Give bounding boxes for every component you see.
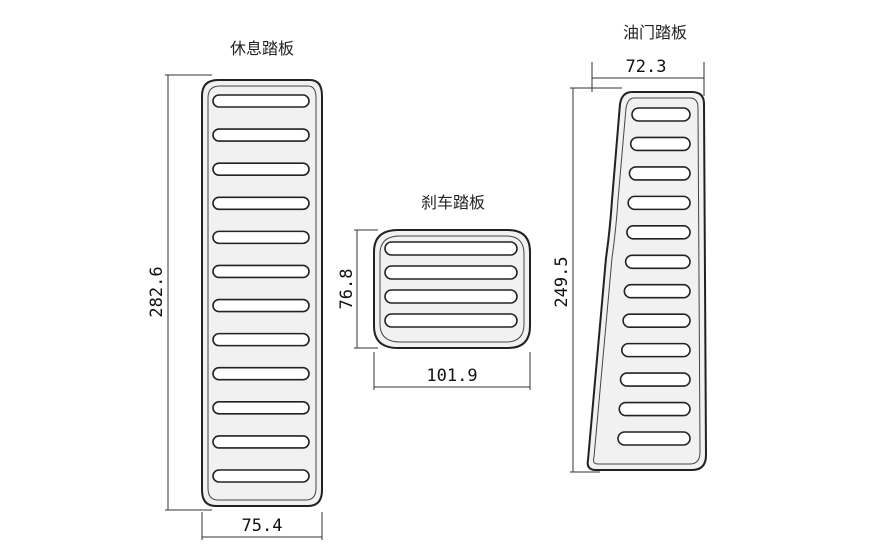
brake-pedal-slots: [384, 241, 518, 328]
brake-slot: [384, 289, 518, 304]
brake-width-label: 101.9: [426, 366, 477, 386]
brake-slot: [384, 313, 518, 328]
accelerator-pedal-title: 油门踏板: [623, 23, 687, 42]
accelerator-height-dimension: 249.5: [552, 87, 622, 473]
footrest-slot: [212, 401, 310, 415]
accelerator-slot: [628, 166, 691, 181]
footrest-slot: [212, 332, 310, 347]
brake-pedal-title: 刹车踏板: [421, 193, 485, 212]
brake-height-label: 76.8: [337, 269, 357, 310]
brake-slot: [384, 241, 518, 256]
footrest-slot: [212, 162, 310, 176]
accelerator-height-label: 249.5: [552, 256, 572, 307]
accelerator-slot: [623, 283, 691, 299]
footrest-slot: [212, 196, 310, 211]
accelerator-width-label: 72.3: [626, 57, 667, 77]
footrest-width-dimension: 75.4: [201, 512, 323, 540]
accelerator-slot: [626, 225, 691, 240]
brake-pedal: 刹车踏板 76.8 101.9: [337, 193, 531, 390]
footrest-slot: [212, 264, 310, 279]
footrest-pedal-outline: [201, 79, 323, 507]
accelerator-pedal: 油门踏板 249.5 72.3: [552, 23, 708, 473]
accelerator-slot: [624, 254, 691, 270]
brake-height-dimension: 76.8: [337, 229, 378, 349]
footrest-pedal: 休息踏板 282.6 75.4: [147, 39, 323, 540]
accelerator-width-dimension: 72.3: [591, 57, 705, 96]
accelerator-slot: [617, 431, 691, 446]
brake-width-dimension: 101.9: [373, 352, 531, 390]
accelerator-slot: [618, 401, 691, 417]
accelerator-slot: [621, 342, 691, 358]
accelerator-slot: [622, 313, 691, 328]
footrest-slot: [212, 230, 310, 245]
accelerator-slot: [631, 107, 691, 122]
footrest-pedal-inner-edge: [207, 85, 317, 501]
footrest-height-dimension: 282.6: [147, 74, 212, 511]
footrest-pedal-title: 休息踏板: [230, 39, 294, 58]
footrest-width-label: 75.4: [242, 516, 283, 536]
footrest-slot: [212, 298, 310, 313]
accelerator-pedal-inner-edge: [593, 97, 701, 465]
accelerator-slot: [627, 195, 691, 211]
footrest-slot: [212, 366, 310, 381]
brake-slot: [384, 265, 518, 280]
brake-pedal-inner-edge: [379, 235, 525, 343]
footrest-pedal-slots: [212, 94, 310, 483]
accelerator-pedal-slots: [617, 107, 691, 446]
footrest-slot: [212, 128, 310, 142]
footrest-height-label: 282.6: [147, 266, 167, 317]
accelerator-slot: [619, 372, 691, 387]
footrest-slot: [212, 94, 310, 108]
footrest-slot: [212, 435, 310, 449]
accelerator-slot: [629, 136, 691, 152]
footrest-slot: [212, 469, 310, 483]
